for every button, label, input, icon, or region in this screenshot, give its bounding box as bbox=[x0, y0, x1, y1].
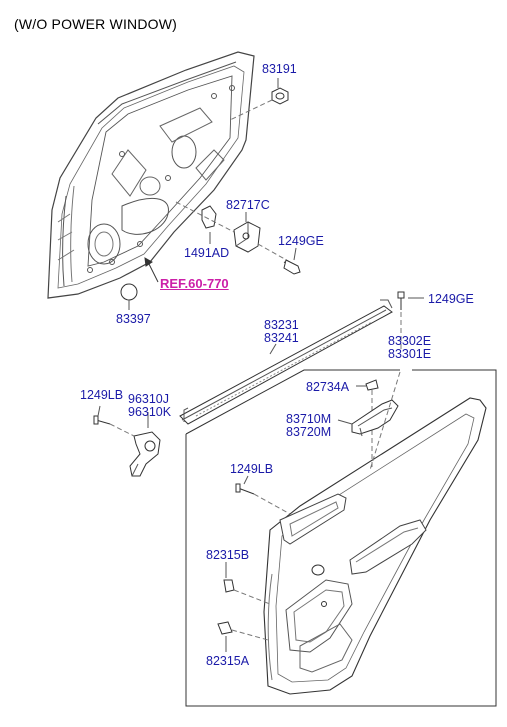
part-label-83710M: 83710M bbox=[286, 412, 332, 426]
part-label-82315B: 82315B bbox=[206, 548, 250, 562]
bracket-82717C-drawing bbox=[234, 222, 260, 252]
handle-96310-drawing bbox=[94, 416, 160, 476]
clip-1491AD-drawing bbox=[202, 206, 216, 228]
part-label-83302E: 83302E bbox=[388, 334, 432, 348]
part-label-1491AD: 1491AD bbox=[184, 246, 230, 260]
clip-82734A-drawing bbox=[366, 380, 378, 390]
bolt-1249GE-drawing bbox=[284, 260, 300, 274]
part-label-83301E: 83301E bbox=[388, 347, 432, 361]
part-label-1249LB-lower: 1249LB bbox=[230, 462, 274, 476]
weatherstrip-drawing bbox=[180, 300, 392, 424]
clip-82315B-drawing bbox=[224, 580, 234, 592]
part-label-1249GE-upper: 1249GE bbox=[278, 234, 324, 248]
part-label-83397: 83397 bbox=[116, 312, 151, 326]
part-label-83231: 83231 bbox=[264, 318, 299, 332]
part-label-83191: 83191 bbox=[262, 62, 297, 76]
part-label-82315A: 82315A bbox=[206, 654, 250, 668]
part-label-83720M: 83720M bbox=[286, 425, 332, 439]
bolt-1249LB-lower-drawing bbox=[236, 484, 254, 494]
clip-82315A-drawing bbox=[218, 622, 232, 634]
door-panel-drawing bbox=[48, 52, 254, 298]
part-label-96310J: 96310J bbox=[128, 392, 170, 406]
bolt-1249GE-right-drawing bbox=[398, 292, 404, 310]
reference-link[interactable]: REF.60-770 bbox=[160, 276, 229, 291]
part-label-96310K: 96310K bbox=[128, 405, 172, 419]
part-label-82717C: 82717C bbox=[226, 198, 270, 212]
nut-83191-drawing bbox=[272, 88, 288, 104]
grommet-83397-drawing bbox=[121, 284, 137, 300]
diagram-title: (W/O POWER WINDOW) bbox=[14, 16, 178, 32]
inner-handle-83710M-drawing bbox=[352, 400, 398, 436]
part-label-83241: 83241 bbox=[264, 331, 299, 345]
door-trim-drawing bbox=[264, 398, 486, 694]
part-label-1249GE-right: 1249GE bbox=[428, 292, 474, 306]
part-label-82734A: 82734A bbox=[306, 380, 350, 394]
part-label-1249LB-upper: 1249LB bbox=[80, 388, 124, 402]
